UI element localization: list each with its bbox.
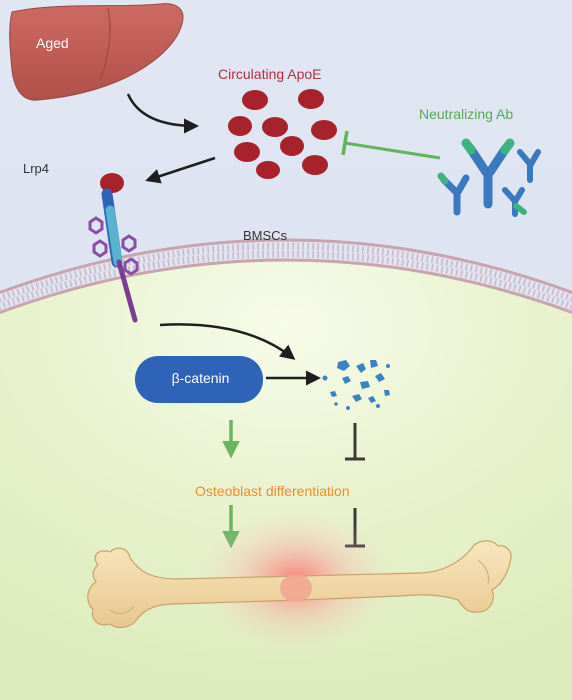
apoe-particles-cluster	[228, 89, 337, 179]
degraded-beta-catenin-fragments	[322, 360, 390, 410]
lrp4-domains	[88, 216, 139, 276]
beta-catenin-node	[135, 356, 263, 403]
arrow-lrp4-to-degradation	[159, 323, 296, 360]
lrp4-label: Lrp4	[23, 161, 50, 176]
lrp4-receptor	[101, 188, 138, 323]
inhibit-line-antibody	[344, 141, 441, 160]
neutralizing-antibody-icon	[437, 138, 541, 217]
inhibit-bar-antibody	[341, 130, 349, 156]
bone-icon	[87, 540, 512, 628]
aged-label: Aged	[36, 35, 69, 51]
bmscs-label: BMSCs	[243, 228, 288, 243]
neutralizing-ab-label: Neutralizing Ab	[419, 106, 514, 122]
cell-membrane	[0, 238, 572, 315]
inhibit-degradation-to-osteoblast	[345, 423, 365, 461]
circulating-apoe-label: Circulating ApoE	[218, 66, 322, 82]
apoe-bound-particle	[100, 173, 124, 193]
liver-icon	[9, 3, 184, 101]
arrow-apoe-to-lrp4	[145, 156, 216, 184]
arrow-liver-to-apoe	[126, 93, 199, 134]
osteoblast-differentiation-label: Osteoblast differentiation	[195, 483, 350, 499]
beta-catenin-label: β-catenin	[171, 370, 230, 386]
